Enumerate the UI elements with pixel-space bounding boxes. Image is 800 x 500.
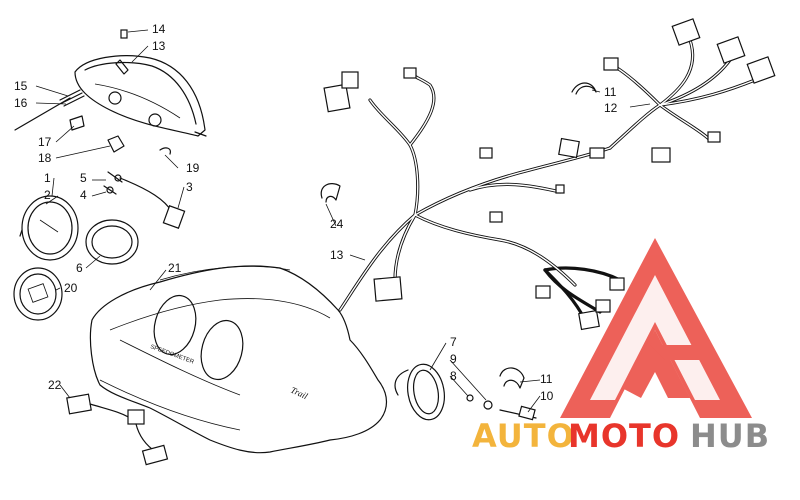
- watermark-text: AUTO MOTO HUB: [472, 417, 770, 455]
- part-label-11-lower: 11: [540, 372, 553, 386]
- dash-panel: SPEEDOMETER Trail: [89, 265, 388, 454]
- part-label-13: 13: [330, 248, 344, 262]
- watermark-text-hub: HUB: [690, 417, 770, 455]
- clamp-24: [320, 183, 341, 203]
- part-label-9: 9: [450, 352, 457, 366]
- watermark-text-moto: MOTO: [568, 417, 680, 455]
- gauge-bracket: [85, 219, 139, 265]
- part-number-labels: 14 13 15 16 17 18 19 1 2 3 4 5 6 20 21 2…: [14, 22, 618, 403]
- part-label-23: 22: [48, 378, 62, 392]
- part-label-16: 15: [14, 79, 28, 93]
- gauge-label-text: SPEEDOMETER: [149, 344, 195, 366]
- part-label-15: 14: [152, 22, 166, 36]
- switch-harness: [66, 393, 169, 466]
- part-label-2: 2: [44, 188, 51, 202]
- part-label-3: 3: [186, 180, 193, 194]
- headlight-assembly: [14, 29, 207, 155]
- tail-light-housing: [394, 363, 445, 421]
- part-label-11-upper: 11: [604, 85, 617, 99]
- socket-10: [499, 405, 537, 421]
- bulb-9: [483, 400, 493, 410]
- gauge-bezel: [13, 267, 63, 321]
- panel-brand-text: Trail: [289, 385, 310, 402]
- main-wiring-harness: [323, 18, 776, 331]
- watermark-logo: [560, 238, 752, 418]
- part-label-12: 12: [604, 101, 618, 115]
- part-label-1: 1: [44, 171, 51, 185]
- watermark-text-auto: AUTO: [472, 417, 575, 455]
- grommet-8: [466, 394, 474, 402]
- speedometer-gauge: [19, 195, 79, 261]
- part-label-6: 6: [76, 261, 83, 275]
- part-label-4: 4: [80, 188, 87, 202]
- clamp-11-upper: [571, 82, 597, 95]
- leader-lines: [35, 29, 651, 413]
- part-label-7: 7: [450, 335, 457, 349]
- part-label-20: 19: [186, 161, 200, 175]
- gauge-wiring-harness: [103, 171, 186, 229]
- part-label-5: 5: [80, 171, 87, 185]
- part-label-22: 21: [168, 261, 182, 275]
- part-label-17: 16: [14, 96, 28, 110]
- part-label-18: 17: [38, 135, 52, 149]
- clamp-11-lower: [499, 367, 525, 389]
- part-label-24: 24: [330, 217, 344, 231]
- part-label-14: 13: [152, 39, 166, 53]
- part-label-8: 8: [450, 369, 457, 383]
- part-label-19: 18: [38, 151, 52, 165]
- part-label-21: 20: [64, 281, 78, 295]
- part-label-10: 10: [540, 389, 554, 403]
